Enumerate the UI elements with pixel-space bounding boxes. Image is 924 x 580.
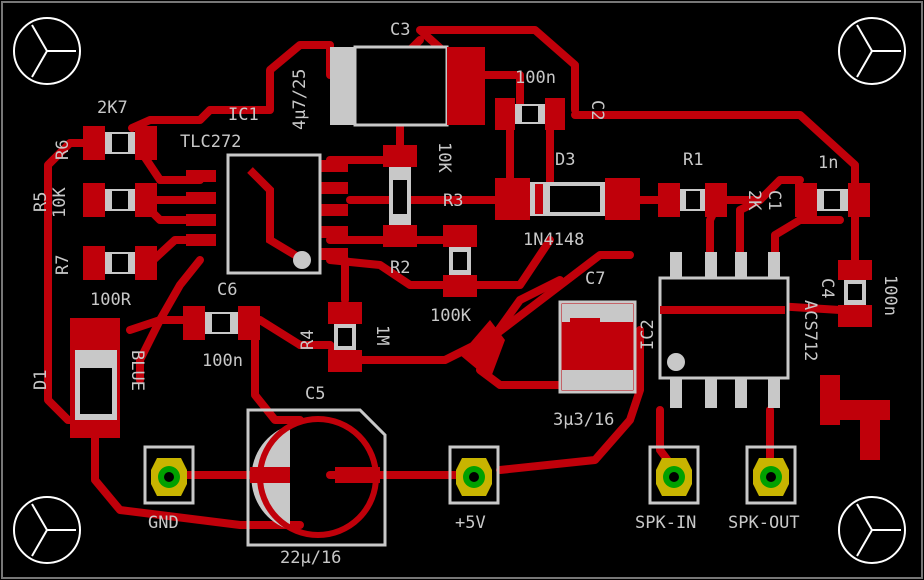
label-c3-value: 4µ7/25	[290, 68, 310, 130]
c3-body	[330, 45, 485, 127]
label-c5-ref: C5	[305, 384, 326, 404]
label-c1-ref: C1	[764, 190, 784, 211]
label-c6-ref: C6	[217, 280, 238, 300]
label-c1-value: 1n	[818, 153, 839, 173]
c5-body	[246, 408, 387, 547]
label-c4-ref: C4	[817, 278, 837, 299]
label-r5-value: 10K	[50, 187, 70, 218]
label-spk-in: SPK-IN	[635, 513, 697, 533]
mounting-hole-top-right	[838, 17, 906, 85]
label-r3-ref: R3	[443, 191, 464, 211]
label-r2-ref: R2	[390, 258, 411, 278]
label-ic1-value: TLC272	[180, 132, 242, 152]
label-gnd: GND	[148, 513, 179, 533]
label-ic2-ref: IC2	[638, 319, 658, 350]
label-c3-ref: C3	[390, 20, 411, 40]
label-d1-value: BLUE	[127, 350, 147, 391]
label-c2-ref: C2	[587, 100, 607, 121]
label-r6-ref: R6	[53, 139, 73, 160]
label-spk-out: SPK-OUT	[728, 513, 800, 533]
c7-body	[558, 300, 637, 394]
label-r5-ref: R5	[31, 191, 51, 212]
label-c2-value: 100n	[515, 68, 556, 88]
label-r1-ref: R1	[683, 150, 704, 170]
label-r6-value: 2K7	[97, 98, 128, 118]
label-c6-value: 100n	[202, 351, 243, 371]
label-c4-value: 100n	[880, 275, 900, 316]
label-ic2-value: ACS712	[800, 300, 820, 362]
mounting-hole-bottom-right	[838, 496, 906, 564]
label-c5-value: 22µ/16	[280, 548, 342, 568]
label-d1-ref: D1	[31, 369, 51, 390]
label-d3-value: 1N4148	[523, 230, 585, 250]
mounting-hole-bottom-left	[13, 496, 81, 564]
label-r7-ref: R7	[53, 254, 73, 275]
label-vcc: +5V	[455, 513, 486, 533]
label-d3-ref: D3	[555, 150, 576, 170]
connector-gnd	[143, 445, 195, 505]
connector-spk-in	[648, 445, 700, 505]
label-r4-ref: R4	[298, 329, 318, 350]
smd-pads	[75, 98, 872, 420]
label-r7-value: 100R	[90, 290, 131, 310]
label-r2-value: 100K	[430, 306, 471, 326]
connector-spk-out	[745, 445, 797, 505]
ic2-body	[658, 252, 790, 408]
label-ic1-ref: IC1	[228, 105, 259, 125]
label-c7-value: 3µ3/16	[553, 410, 615, 430]
connector-vcc	[448, 445, 500, 505]
label-r4-value: 1M	[372, 325, 392, 346]
label-c7-ref: C7	[585, 269, 606, 289]
ic1-body	[186, 153, 348, 275]
label-r1-value: 2K	[744, 190, 764, 211]
mounting-hole-top-left	[13, 17, 81, 85]
label-r3-value: 10K	[434, 142, 454, 173]
